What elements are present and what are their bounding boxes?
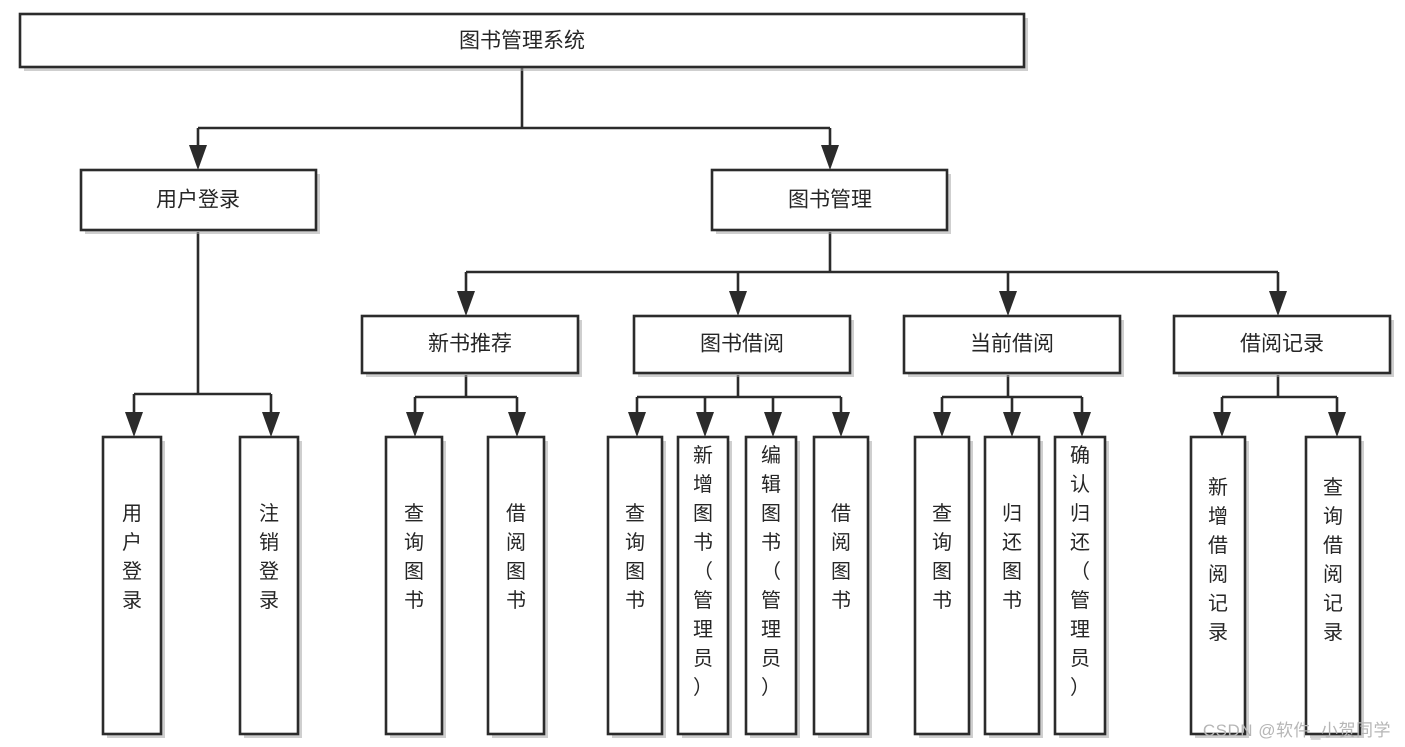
arrowhead-book-manage — [821, 145, 839, 170]
arrowhead-user-login — [189, 145, 207, 170]
node-leaf-query-book-3[interactable]: 查询图书 — [913, 435, 973, 738]
arrowhead-new-book-recommend — [457, 291, 475, 316]
current-borrow-label: 当前借阅 — [970, 333, 1054, 356]
leaf-query-book-1-box[interactable] — [384, 435, 444, 736]
book-manage-box[interactable] — [710, 168, 949, 232]
arrowhead-leaf-query-record — [1328, 412, 1346, 437]
arrowhead-leaf-confirm-return — [1073, 412, 1091, 437]
leaf-confirm-return-label: 确认归还（管理员） — [1070, 444, 1090, 699]
book-manage-label: 图书管理 — [788, 189, 872, 212]
leaf-logout-box[interactable] — [238, 435, 300, 736]
leaf-edit-book-label: 编辑图书（管理员） — [761, 444, 781, 699]
node-leaf-query-book-1[interactable]: 查询图书 — [384, 435, 446, 738]
node-leaf-return-book[interactable]: 归还图书 — [983, 435, 1043, 738]
arrowhead-leaf-borrow-book-2 — [832, 412, 850, 437]
leaf-add-record-box[interactable] — [1189, 435, 1247, 736]
leaf-query-book-3-label: 查询图书 — [932, 502, 952, 612]
book-borrow-label: 图书借阅 — [700, 333, 784, 356]
book-borrow-box[interactable] — [632, 314, 852, 375]
leaf-logout-label: 注销登录 — [259, 502, 279, 612]
node-book-borrow[interactable]: 图书借阅 — [632, 314, 854, 377]
arrowhead-leaf-query-book-2 — [628, 412, 646, 437]
arrowhead-book-borrow — [729, 291, 747, 316]
node-new-book-recommend[interactable]: 新书推荐 — [360, 314, 582, 377]
arrowhead-leaf-return-book — [1003, 412, 1021, 437]
arrowhead-leaf-logout — [262, 412, 280, 437]
node-book-manage[interactable]: 图书管理 — [710, 168, 951, 234]
arrowhead-leaf-edit-book — [764, 412, 782, 437]
node-leaf-edit-book[interactable]: 编辑图书（管理员） — [744, 435, 800, 738]
leaf-borrow-book-2-box[interactable] — [812, 435, 870, 736]
arrowhead-leaf-add-book — [696, 412, 714, 437]
current-borrow-box[interactable] — [902, 314, 1122, 375]
node-leaf-logout[interactable]: 注销登录 — [238, 435, 302, 738]
borrow-record-box[interactable] — [1172, 314, 1392, 375]
leaf-user-login-box[interactable] — [101, 435, 163, 736]
leaf-query-book-2-label: 查询图书 — [625, 502, 645, 612]
new-book-recommend-box[interactable] — [360, 314, 580, 375]
leaf-borrow-book-1-label: 借阅图书 — [506, 502, 526, 612]
node-leaf-user-login[interactable]: 用户登录 — [101, 435, 165, 738]
leaf-borrow-book-2-label: 借阅图书 — [831, 502, 851, 612]
leaf-add-book-label: 新增图书（管理员） — [693, 444, 713, 699]
user-login-label: 用户登录 — [156, 189, 240, 212]
leaf-return-book-box[interactable] — [983, 435, 1041, 736]
node-leaf-confirm-return[interactable]: 确认归还（管理员） — [1053, 435, 1109, 738]
new-book-recommend-label: 新书推荐 — [428, 333, 512, 356]
arrowhead-leaf-add-record — [1213, 412, 1231, 437]
node-leaf-add-record[interactable]: 新增借阅记录 — [1189, 435, 1249, 738]
csdn-watermark: CSDN @软件_小贺同学 — [1202, 721, 1391, 740]
node-root[interactable]: 图书管理系统 — [18, 12, 1028, 71]
node-user-login[interactable]: 用户登录 — [79, 168, 320, 234]
node-leaf-borrow-book-1[interactable]: 借阅图书 — [486, 435, 548, 738]
leaf-borrow-book-1-box[interactable] — [486, 435, 546, 736]
borrow-record-label: 借阅记录 — [1240, 333, 1324, 356]
node-current-borrow[interactable]: 当前借阅 — [902, 314, 1124, 377]
arrowhead-current-borrow — [999, 291, 1017, 316]
root-box[interactable] — [18, 12, 1026, 69]
leaf-return-book-label: 归还图书 — [1002, 502, 1022, 612]
node-borrow-record[interactable]: 借阅记录 — [1172, 314, 1394, 377]
leaf-query-book-3-box[interactable] — [913, 435, 971, 736]
leaf-edit-book-box[interactable] — [744, 435, 798, 736]
edges-layer — [125, 67, 1346, 437]
node-leaf-query-book-2[interactable]: 查询图书 — [606, 435, 666, 738]
leaf-query-book-2-box[interactable] — [606, 435, 664, 736]
leaf-query-record-label: 查询借阅记录 — [1323, 476, 1343, 644]
arrowhead-leaf-query-book-1 — [406, 412, 424, 437]
root-label: 图书管理系统 — [459, 30, 585, 53]
leaf-add-record-label: 新增借阅记录 — [1208, 476, 1228, 644]
node-leaf-add-book[interactable]: 新增图书（管理员） — [676, 435, 732, 738]
arrowhead-leaf-query-book-3 — [933, 412, 951, 437]
leaf-query-record-box[interactable] — [1304, 435, 1362, 736]
arrowhead-leaf-borrow-book-1 — [508, 412, 526, 437]
node-leaf-borrow-book-2[interactable]: 借阅图书 — [812, 435, 872, 738]
leaf-confirm-return-box[interactable] — [1053, 435, 1107, 736]
arrowhead-borrow-record — [1269, 291, 1287, 316]
leaf-add-book-box[interactable] — [676, 435, 730, 736]
leaf-user-login-label: 用户登录 — [122, 503, 142, 612]
user-login-box[interactable] — [79, 168, 318, 232]
leaf-query-book-1-label: 查询图书 — [404, 502, 424, 612]
arrowhead-leaf-user-login — [125, 412, 143, 437]
node-leaf-query-record[interactable]: 查询借阅记录 — [1304, 435, 1364, 738]
